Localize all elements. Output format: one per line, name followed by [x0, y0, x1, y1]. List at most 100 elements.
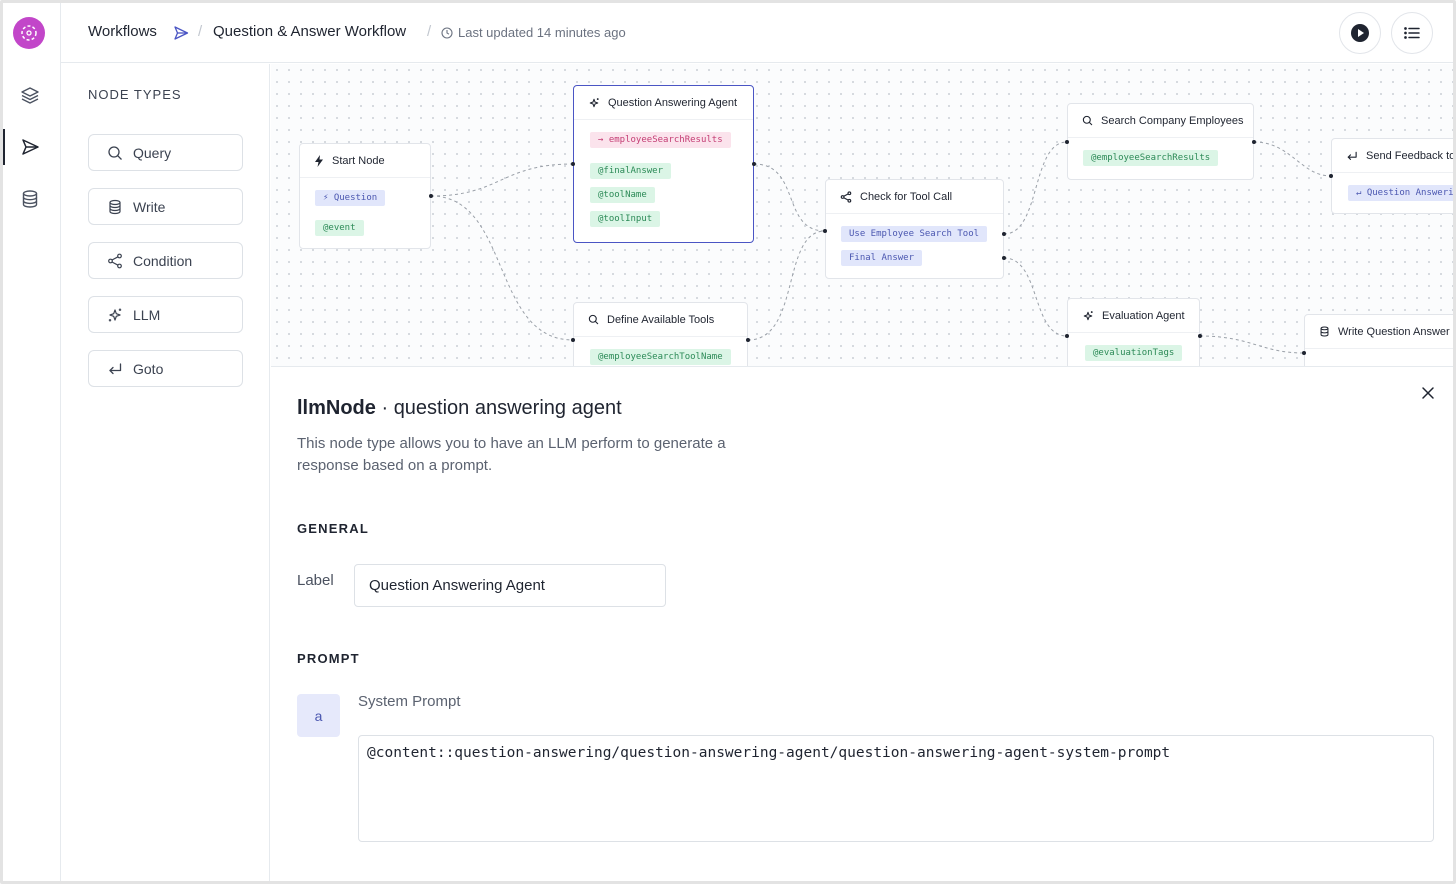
node-output-tag[interactable]: @finalAnswer [590, 163, 672, 179]
general-section-title: GENERAL [297, 521, 369, 536]
node-header: Check for Tool Call [826, 180, 1003, 214]
node-port[interactable] [571, 338, 575, 342]
node-port[interactable] [1002, 256, 1006, 260]
node-types-title: NODE TYPES [88, 87, 182, 102]
node-port[interactable] [429, 194, 433, 198]
node-header: Evaluation Agent [1068, 299, 1199, 333]
node-type-label: Goto [133, 360, 164, 377]
database-icon[interactable] [12, 181, 48, 217]
node-output-tag[interactable]: @event [315, 220, 364, 236]
node-types-panel: NODE TYPES Query Write Condition LLM Got… [61, 64, 270, 881]
node-header: Send Feedback to [1332, 139, 1456, 173]
node-header: Search Company Employees [1068, 104, 1253, 138]
edge [430, 163, 574, 197]
node-header: Define Available Tools [574, 303, 747, 337]
node-port[interactable] [752, 162, 756, 166]
node-header: Start Node [300, 144, 430, 178]
details-description: This node type allows you to have an LLM… [297, 435, 726, 474]
node-port[interactable] [1198, 334, 1202, 338]
node-type-label: LLM [133, 306, 161, 323]
node-port[interactable] [1002, 232, 1006, 236]
database-icon [109, 199, 121, 214]
node-title: Send Feedback to [1366, 149, 1456, 162]
node-type-write[interactable]: Write [88, 188, 243, 225]
share-icon [108, 253, 122, 268]
close-icon[interactable] [1420, 385, 1436, 401]
edge-layer [430, 141, 1332, 354]
node-title: Define Available Tools [607, 313, 715, 326]
node-port[interactable] [1252, 140, 1256, 144]
search-icon [108, 145, 122, 160]
node-output-tag[interactable]: @employeeSearchResults [1083, 150, 1219, 166]
node-output-tag[interactable]: ⚡ Question [315, 190, 386, 206]
node-header: Write Question Answer E [1305, 315, 1453, 349]
sparkles-icon [1083, 310, 1093, 320]
edge [1003, 141, 1068, 235]
return-icon [1347, 151, 1357, 160]
last-updated: Last updated 14 minutes ago [441, 25, 626, 40]
node-type-condition[interactable]: Condition [88, 242, 243, 279]
last-updated-text: Last updated 14 minutes ago [458, 25, 626, 40]
return-icon [109, 362, 122, 374]
node-type-query[interactable]: Query [88, 134, 243, 171]
node-type-label: Write [133, 198, 166, 215]
lightning-icon [315, 154, 323, 167]
node-output-tag[interactable]: ↵ Question Answerin [1348, 185, 1453, 201]
node-define-available-tools[interactable]: Define Available Tools @employeeSearchTo… [573, 302, 748, 366]
node-title: Evaluation Agent [1102, 309, 1185, 322]
node-output-tag[interactable]: @toolName [590, 187, 655, 203]
node-port[interactable] [1329, 174, 1333, 178]
layers-icon[interactable] [12, 77, 48, 113]
node-port[interactable] [1302, 351, 1306, 355]
details-title-separator: · [375, 397, 394, 419]
label-caption: Label [297, 572, 334, 589]
breadcrumb-workflows[interactable]: Workflows [88, 23, 157, 40]
node-output-tag[interactable]: @toolInput [590, 211, 661, 227]
app-logo-icon[interactable] [13, 17, 45, 49]
breadcrumb-separator: / [198, 23, 203, 40]
node-output-tag[interactable]: @evaluationTags [1085, 345, 1183, 361]
node-port[interactable] [571, 162, 575, 166]
node-title: Check for Tool Call [860, 190, 953, 203]
node-type-goto[interactable]: Goto [88, 350, 243, 387]
node-question-answering-agent[interactable]: Question Answering Agent → employeeSearc… [573, 85, 754, 243]
edge [430, 195, 574, 341]
system-prompt-input[interactable]: @content::question-answering/question-an… [358, 735, 1434, 842]
edge [1003, 257, 1068, 337]
workflow-canvas[interactable]: Start Node ⚡ Question @event Question An… [271, 64, 1456, 366]
node-port[interactable] [823, 229, 827, 233]
sparkles-icon [589, 97, 599, 107]
node-output-tag[interactable]: Use Employee Search Tool [841, 226, 988, 242]
node-check-for-tool-call[interactable]: Check for Tool Call Use Employee Search … [825, 179, 1004, 279]
node-input-tag[interactable]: → employeeSearchResults [590, 132, 731, 148]
node-title: Search Company Employees [1101, 114, 1244, 127]
label-input[interactable] [354, 564, 666, 607]
sparkles-icon [108, 308, 122, 321]
node-output-tag[interactable]: Final Answer [841, 250, 923, 266]
search-icon [1082, 115, 1093, 126]
breadcrumb-workflow-name[interactable]: Question & Answer Workflow [213, 23, 407, 40]
node-evaluation-agent[interactable]: Evaluation Agent @evaluationTags [1067, 298, 1200, 366]
edge [1253, 141, 1332, 177]
node-port[interactable] [1065, 334, 1069, 338]
details-title: llmNode · question answering agent [297, 397, 622, 420]
node-port[interactable] [746, 338, 750, 342]
database-icon [1320, 326, 1329, 337]
node-type-label: Condition [133, 252, 193, 269]
prompt-role-avatar[interactable]: a [297, 694, 340, 737]
node-type-llm[interactable]: LLM [88, 296, 243, 333]
run-button[interactable] [1339, 12, 1381, 54]
workflows-send-icon[interactable] [3, 129, 48, 165]
node-write-question-answer[interactable]: Write Question Answer E [1304, 314, 1453, 366]
node-output-tag[interactable]: @employeeSearchToolName [590, 349, 731, 365]
node-start[interactable]: Start Node ⚡ Question @event [299, 143, 431, 249]
node-search-company-employees[interactable]: Search Company Employees @employeeSearch… [1067, 103, 1254, 180]
send-icon [173, 25, 189, 46]
node-header: Question Answering Agent [574, 86, 753, 120]
node-send-feedback[interactable]: Send Feedback to ↵ Question Answerin [1331, 138, 1456, 214]
list-icon [1404, 27, 1420, 39]
list-menu-button[interactable] [1391, 12, 1433, 54]
left-rail [3, 3, 61, 881]
node-port[interactable] [1065, 140, 1069, 144]
